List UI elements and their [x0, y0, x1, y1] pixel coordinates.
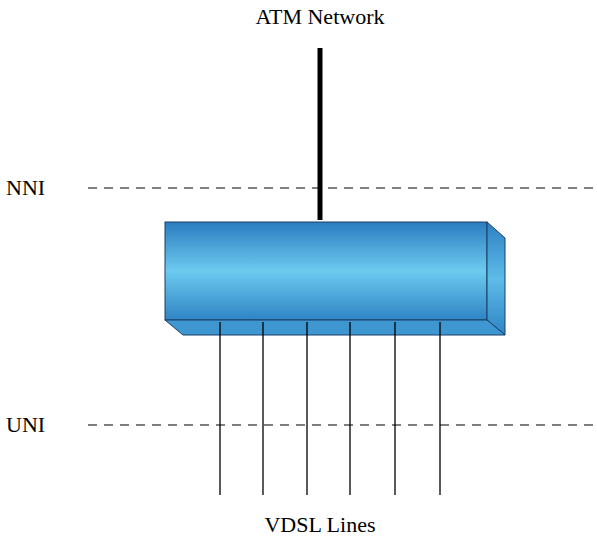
interface-label: UNI	[6, 412, 45, 437]
vdsl-line	[394, 322, 395, 495]
access-multiplexer	[165, 222, 505, 335]
vdsl-line	[349, 322, 350, 495]
interface-label: NNI	[6, 175, 45, 200]
uni-boundary	[88, 424, 597, 425]
vdsl-line-group	[220, 322, 440, 495]
lines-label: VDSL Lines	[264, 512, 375, 537]
box-bottom	[165, 320, 505, 335]
vdsl-line	[439, 322, 440, 495]
box-side	[487, 222, 505, 335]
network-label: ATM Network	[256, 4, 385, 29]
vdsl-line	[219, 322, 220, 495]
box-front	[165, 222, 487, 320]
vdsl-line	[262, 322, 263, 495]
atm-trunk-line	[318, 48, 323, 220]
nni-boundary	[88, 187, 597, 188]
vdsl-line	[306, 322, 307, 495]
